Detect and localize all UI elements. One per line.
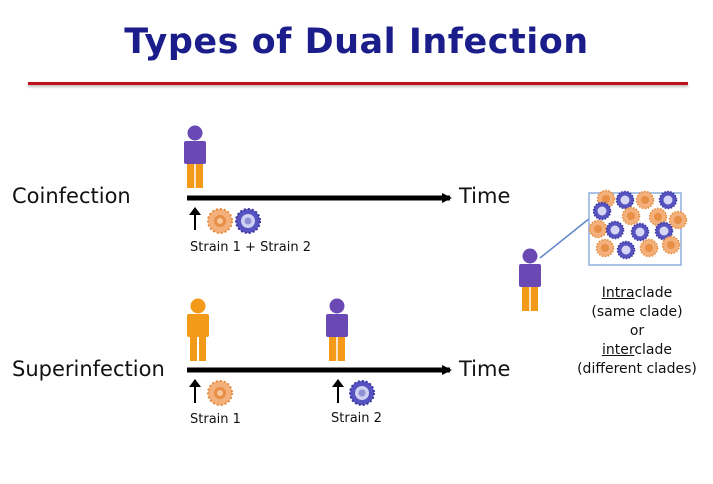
dual-infected-person-icon (519, 248, 541, 311)
coinfection-strain2-virus-icon (235, 208, 261, 234)
superinfection-time-label: Time (459, 357, 511, 381)
superinfection-strain1-label: Strain 1 (190, 412, 241, 427)
superinfection-strain1-virus-icon (207, 380, 233, 406)
superinfection-onset-arrow-1 (189, 379, 201, 403)
or-line: or (629, 323, 645, 339)
superinfection-onset-arrow-2 (332, 379, 344, 403)
coinfection-strain1-virus-icon (207, 208, 233, 234)
coinfection-label: Coinfection (12, 184, 131, 208)
coinfection-person-icon (184, 125, 206, 188)
coinfection-strains-label: Strain 1 + Strain 2 (190, 240, 311, 255)
coinfection-time-label: Time (459, 184, 511, 208)
superinfection-strain2-virus-icon (349, 380, 375, 406)
superinfection-person-dual-icon (326, 298, 348, 361)
superinfection-label: Superinfection (12, 357, 165, 381)
different-clades-line: (different clades) (577, 361, 697, 377)
same-clade-line: (same clade) (591, 304, 683, 320)
superinfection-strain2-label: Strain 2 (331, 411, 382, 426)
superinfection-person-orange-icon (187, 298, 209, 361)
title-divider (28, 82, 688, 85)
clade-caption: Intraclade (same clade) or interclade (d… (562, 284, 712, 379)
magnifier-connector (539, 217, 591, 259)
coinfection-onset-arrow (189, 207, 201, 230)
slide-title: Types of Dual Infection (124, 22, 589, 62)
interclade-line: interclade (602, 342, 672, 358)
intraclade-line: Intraclade (601, 285, 673, 301)
